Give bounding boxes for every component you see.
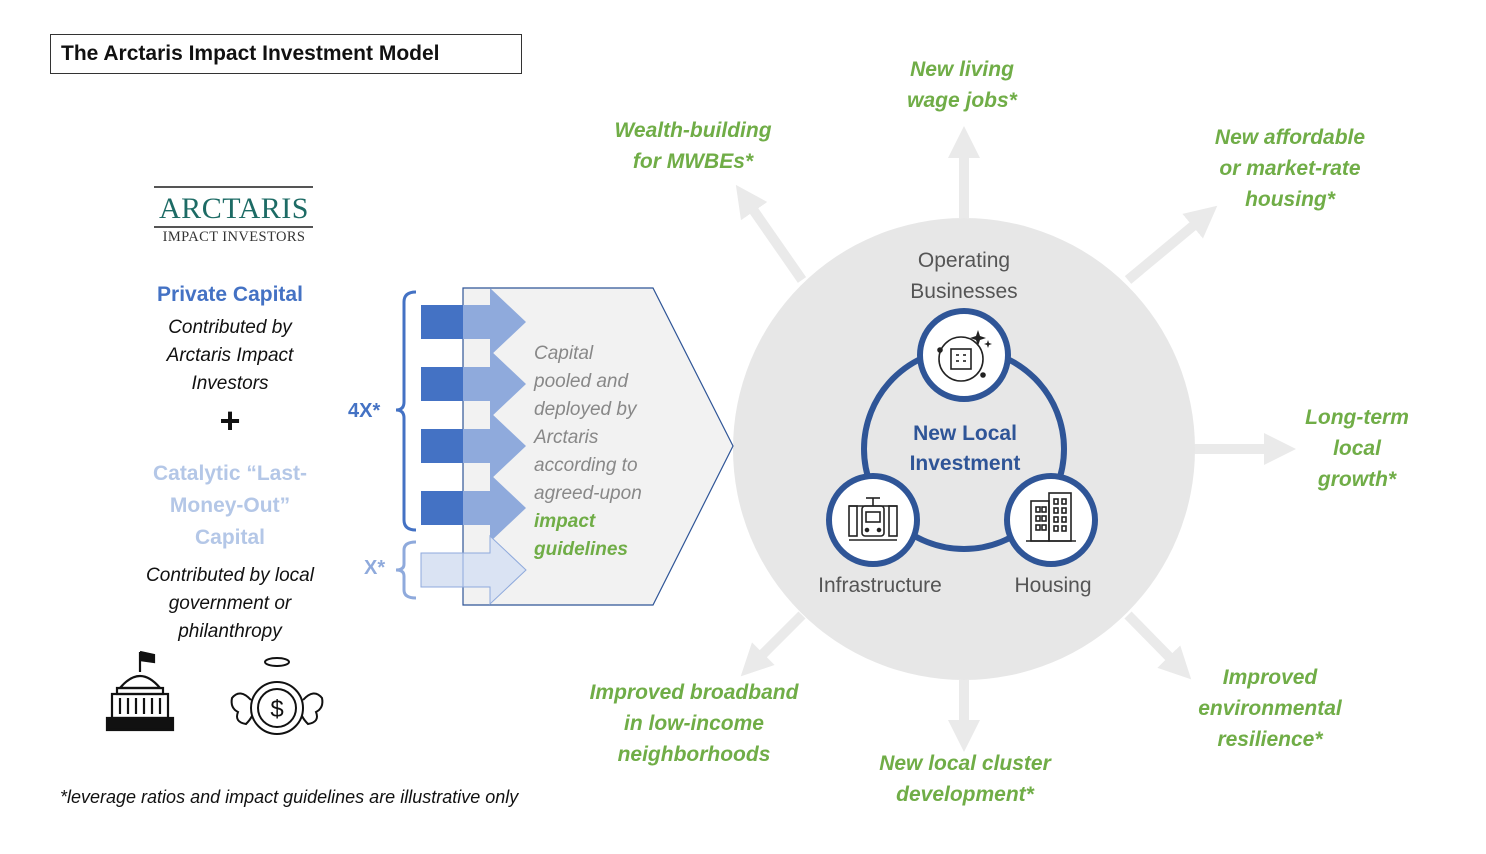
stream-arrow-3 bbox=[463, 412, 526, 480]
catalytic-capital-heading: Catalytic “Last- Money-Out” Capital bbox=[152, 462, 308, 549]
hub-label-operating-businesses: Operating Businesses bbox=[910, 249, 1018, 303]
catalytic-capital-description: Contributed by local government or phila… bbox=[146, 565, 314, 642]
stream-bar-1 bbox=[421, 305, 463, 339]
hub-label-infrastructure: Infrastructure bbox=[818, 574, 942, 597]
outcome-affordable-housing: New affordable or market-rate housing* bbox=[1214, 126, 1366, 211]
outcome-environmental-resilience: Improved environmental resilience* bbox=[1198, 666, 1342, 751]
stream-arrow-4 bbox=[463, 474, 526, 542]
brace-4x bbox=[395, 290, 417, 532]
logo-subtitle: IMPACT INVESTORS bbox=[162, 229, 306, 245]
outcome-broadband: Improved broadband in low-income neighbo… bbox=[589, 681, 799, 766]
outcome-living-wage-jobs: New living wage jobs* bbox=[907, 58, 1017, 112]
capital-pool-shape bbox=[462, 287, 734, 606]
train-icon bbox=[848, 497, 898, 541]
apartment-icon bbox=[1026, 492, 1076, 542]
hub-center-label: New Local Investment bbox=[909, 422, 1021, 475]
hub-background-circle bbox=[733, 218, 1195, 680]
arrow-top-left bbox=[735, 184, 807, 283]
stream-bar-2 bbox=[421, 367, 463, 401]
pool-description: Capital pooled and deployed by Arctaris … bbox=[534, 343, 642, 504]
dollar-sign: $ bbox=[270, 696, 283, 723]
plus-sign: + bbox=[219, 400, 241, 441]
outcome-local-cluster: New local cluster development* bbox=[879, 752, 1051, 806]
footnote: *leverage ratios and impact guidelines a… bbox=[60, 787, 519, 807]
capital-stream-arrows bbox=[420, 288, 527, 606]
brace-x bbox=[395, 540, 417, 600]
pool-impact-guidelines: impact guidelines bbox=[534, 511, 628, 560]
arrow-top-right bbox=[1124, 205, 1218, 284]
outcome-arrows bbox=[735, 125, 1297, 753]
leverage-label-4x: 4X* bbox=[348, 400, 381, 422]
logo-rule-top bbox=[154, 186, 313, 188]
stream-arrow-5 bbox=[462, 534, 527, 606]
stream-bar-4 bbox=[421, 491, 463, 525]
page-title: The Arctaris Impact Investment Model bbox=[50, 34, 522, 74]
arrow-bottom-left bbox=[740, 611, 806, 677]
hub-label-housing: Housing bbox=[1014, 574, 1092, 597]
stream-bar-3 bbox=[421, 429, 463, 463]
housing-node bbox=[1004, 473, 1098, 567]
logo-wordmark: ARCTARIS bbox=[159, 192, 309, 225]
outcome-wealth-building: Wealth-building for MWBEs* bbox=[614, 119, 772, 173]
leverage-label-x: X* bbox=[364, 557, 386, 579]
stream-bar-5 bbox=[420, 552, 464, 588]
stream-arrow-1 bbox=[463, 288, 526, 356]
arrow-bottom-right bbox=[1124, 611, 1192, 680]
private-capital-heading: Private Capital bbox=[157, 283, 303, 306]
stream-arrow-2 bbox=[463, 350, 526, 418]
infrastructure-node bbox=[826, 473, 920, 567]
capitol-building-icon bbox=[105, 650, 175, 732]
private-capital-description: Contributed by Arctaris Impact Investors bbox=[166, 317, 294, 394]
business-icon bbox=[937, 330, 992, 382]
capital-pool-text: Capital pooled and deployed by Arctaris … bbox=[534, 340, 704, 564]
angel-money-icon bbox=[230, 657, 324, 735]
logo-rule-bottom bbox=[154, 226, 313, 228]
outcome-long-term-growth: Long-term local growth* bbox=[1305, 406, 1409, 491]
